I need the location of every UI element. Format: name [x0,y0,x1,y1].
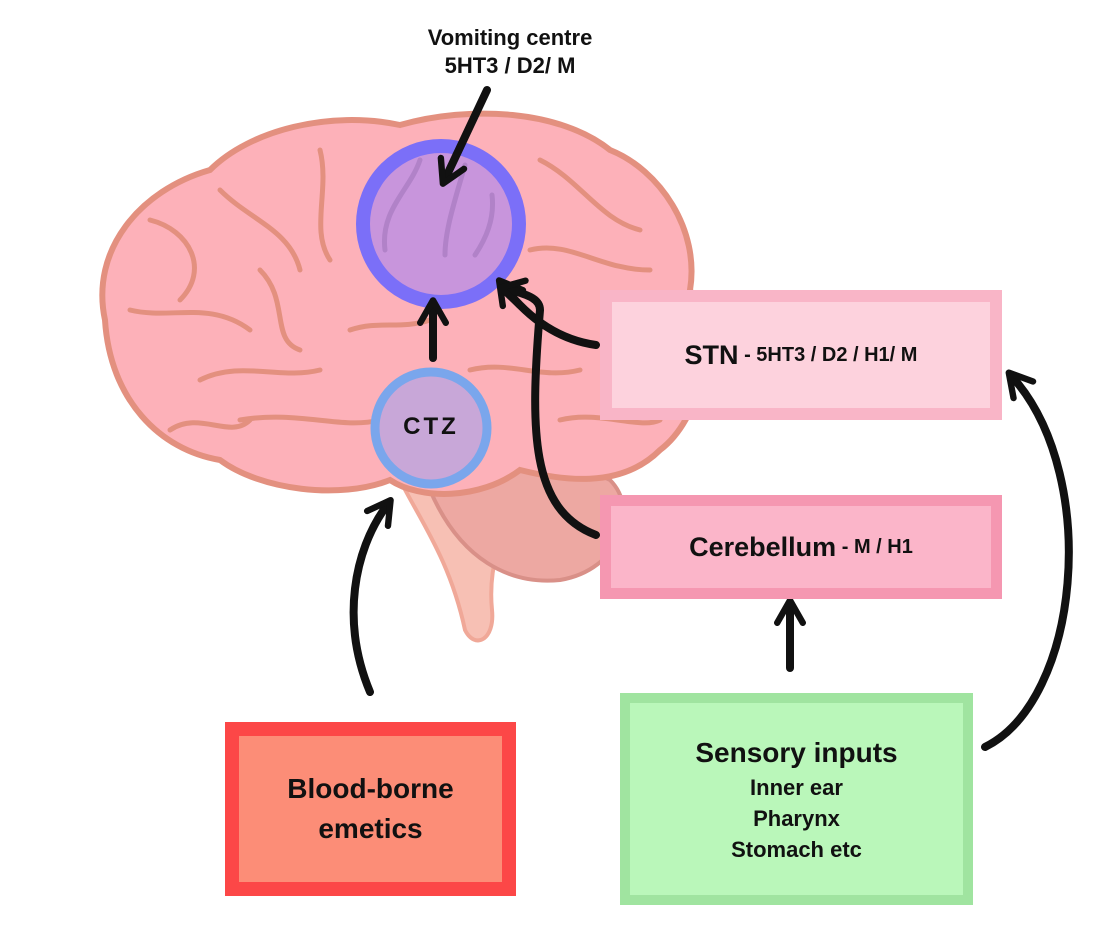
cerebellum-name: Cerebellum [689,531,837,562]
blood-line1: Blood-borne [287,773,454,804]
cerebellum-box: Cerebellum - M / H1 [600,495,1002,599]
arrow-sensory-to-stn [981,369,1073,751]
stn-box: STN - 5HT3 / D2 / H1/ M [600,290,1002,420]
vomiting-centre-label: Vomiting centre 5HT3 / D2/ M [380,24,640,80]
sensory-title: Sensory inputs [695,736,898,768]
blood-line2: emetics [318,813,423,844]
arrow-label-to-vomiting [437,86,491,187]
sensory-inputs-box: Sensory inputs Inner ear Pharynx Stomach… [620,693,973,905]
sensory-item: Stomach etc [731,836,862,862]
vomiting-centre-receptors: 5HT3 / D2/ M [444,53,576,78]
stn-receptors: - 5HT3 / D2 / H1/ M [738,343,918,366]
cerebellum-receptors: - M / H1 [836,535,913,558]
stn-name: STN [684,339,739,370]
vomiting-centre-title: Vomiting centre [427,25,593,50]
arrow-cerebellum-to-vomiting [497,277,600,539]
sensory-item: Pharynx [753,805,840,831]
blood-borne-emetics-box: Blood-borne emetics [225,722,516,896]
sensory-item: Inner ear [750,774,843,800]
ctz-label: CTZ [403,413,459,440]
ctz-circle [370,367,492,489]
arrow-blood-to-ctz [349,496,394,696]
